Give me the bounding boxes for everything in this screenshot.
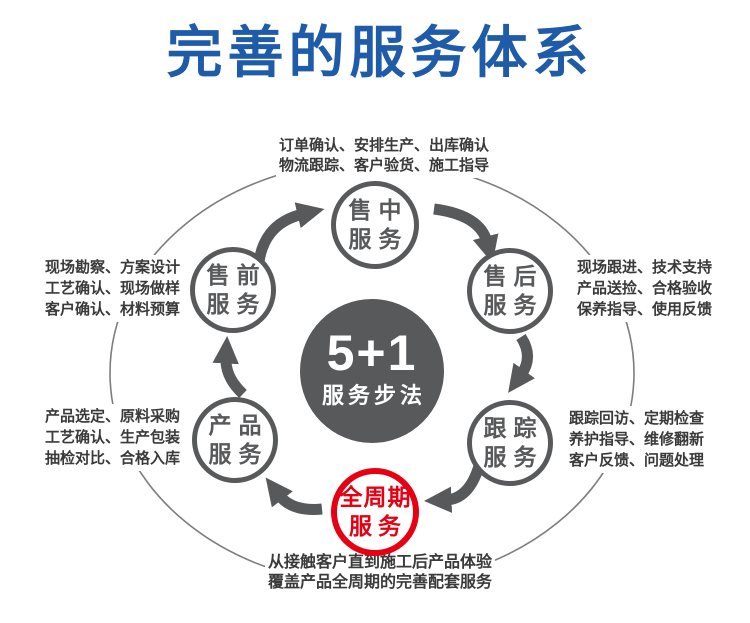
center-headline: 5+1 bbox=[326, 325, 418, 381]
annotation-line: 客户确认、材料预算 bbox=[45, 301, 181, 318]
annotation-full-cycle: 从接触客户直到施工后产品体验 覆盖产品全周期的完善配套服务 bbox=[264, 551, 496, 595]
center-subtitle: 服务步法 bbox=[321, 383, 426, 408]
annotation-line: 产品选定、原料采购 bbox=[45, 408, 181, 425]
node-label: 服务 bbox=[208, 441, 269, 467]
annotation-mid-sale: 订单确认、安排生产、出库确认 物流跟踪、客户验货、施工指导 bbox=[275, 134, 493, 178]
node-label: 售前 bbox=[206, 262, 267, 288]
annotation-line: 产品送捡、合格验收 bbox=[577, 280, 713, 297]
node-center-5plus1: 5+1 服务步法 bbox=[300, 299, 444, 443]
node-product-service: 产品 服务 bbox=[192, 397, 278, 483]
node-after-sale-service: 售后 服务 bbox=[467, 248, 553, 334]
page-title: 完善的服务体系 bbox=[166, 21, 594, 84]
node-label: 售中 bbox=[348, 197, 409, 223]
annotation-product: 产品选定、原料采购 工艺确认、生产包装 抽检对比、合格入库 bbox=[42, 404, 184, 471]
annotation-line: 订单确认、安排生产、出库确认 bbox=[278, 137, 490, 154]
annotation-line: 从接触客户直到施工后产品体验 bbox=[267, 554, 493, 571]
node-label: 售后 bbox=[483, 263, 544, 289]
annotation-line: 养护指导、维修翻新 bbox=[569, 431, 705, 448]
arrow-tracking-to-fullcycle-icon bbox=[424, 464, 485, 513]
node-label: 服务 bbox=[483, 444, 544, 470]
node-full-cycle-service: 全周期 服务 bbox=[331, 468, 419, 556]
annotation-line: 跟踪回访、定期检查 bbox=[569, 410, 705, 427]
annotation-line: 物流跟踪、客户验货、施工指导 bbox=[278, 157, 490, 174]
arrow-midsale-to-aftersale-icon bbox=[433, 203, 499, 264]
annotation-line: 工艺确认、生产包装 bbox=[45, 429, 181, 446]
annotation-line: 抽检对比、合格入库 bbox=[45, 450, 181, 467]
annotation-after-sale: 现场跟进、技术支持 产品送捡、合格验收 保养指导、使用反馈 bbox=[574, 255, 716, 322]
node-label: 服务 bbox=[206, 291, 267, 317]
node-label: 服务 bbox=[349, 513, 407, 539]
annotation-line: 覆盖产品全周期的完善配套服务 bbox=[267, 574, 493, 591]
annotation-line: 保养指导、使用反馈 bbox=[577, 301, 713, 318]
node-label: 跟踪 bbox=[483, 415, 544, 441]
node-label: 产品 bbox=[208, 412, 269, 438]
node-label: 全周期 bbox=[339, 484, 412, 510]
annotation-tracking: 跟踪回访、定期检查 养护指导、维修翻新 客户反馈、问题处理 bbox=[566, 406, 708, 473]
node-pre-sale-service: 售前 服务 bbox=[190, 247, 276, 333]
arrow-aftersale-to-tracking-icon bbox=[508, 334, 535, 393]
annotation-line: 客户反馈、问题处理 bbox=[569, 452, 705, 469]
node-label: 服务 bbox=[348, 226, 409, 252]
annotation-pre-sale: 现场勘察、方案设计 工艺确认、现场做样 客户确认、材料预算 bbox=[42, 255, 184, 322]
arrow-product-to-presale-icon bbox=[212, 336, 247, 398]
node-tracking-service: 跟踪 服务 bbox=[467, 400, 553, 486]
arrow-fullcycle-to-product-icon bbox=[265, 477, 323, 515]
annotation-line: 工艺确认、现场做样 bbox=[45, 280, 181, 297]
node-label: 服务 bbox=[483, 292, 544, 318]
annotation-line: 现场跟进、技术支持 bbox=[577, 259, 713, 276]
annotation-line: 现场勘察、方案设计 bbox=[45, 259, 181, 276]
node-mid-sale-service: 售中 服务 bbox=[331, 181, 419, 269]
